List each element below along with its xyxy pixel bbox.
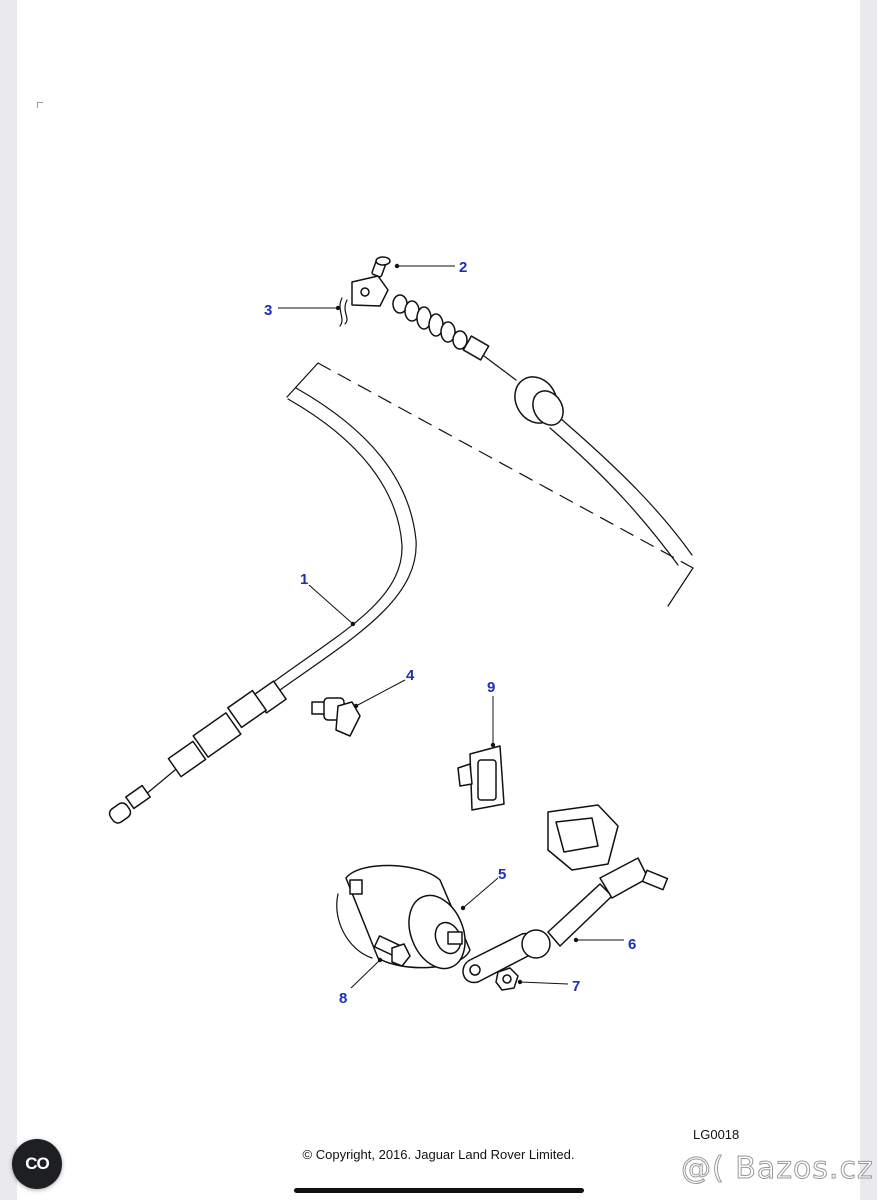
callout-7: 7	[572, 978, 580, 995]
leader-lines	[278, 263, 624, 989]
callout-5: 5	[498, 866, 506, 883]
callout-9: 9	[487, 679, 495, 696]
connector-part-4	[311, 697, 361, 737]
callout-4: 4	[406, 667, 415, 684]
sensor-part-5	[336, 804, 619, 970]
pin-part-2	[371, 256, 391, 278]
link-icon: CO	[25, 1154, 49, 1173]
link-button[interactable]: CO	[12, 1139, 62, 1189]
callout-2: 2	[459, 259, 467, 276]
callout-8: 8	[339, 990, 347, 1007]
home-indicator[interactable]	[294, 1188, 584, 1193]
watermark: @( Bazos.cz	[681, 1151, 874, 1187]
diagram-sheet	[17, 0, 860, 1200]
bolt-part-8	[373, 935, 411, 967]
nut-part-7	[495, 967, 519, 991]
bracket-part-9	[457, 745, 505, 811]
cable-break-frame	[286, 362, 694, 607]
callout-1: 1	[300, 571, 308, 588]
link-arm-part-6	[462, 857, 669, 984]
cable-bellows	[392, 294, 468, 350]
callout-6: 6	[628, 936, 636, 953]
drawing-code: LG0018	[693, 1127, 740, 1142]
gear-cable-part-1	[108, 275, 693, 824]
clip-part-3	[339, 297, 348, 327]
callout-3: 3	[264, 302, 272, 319]
copyright-notice: © Copyright, 2016. Jaguar Land Rover Lim…	[302, 1147, 575, 1162]
crop-mark	[37, 102, 43, 108]
